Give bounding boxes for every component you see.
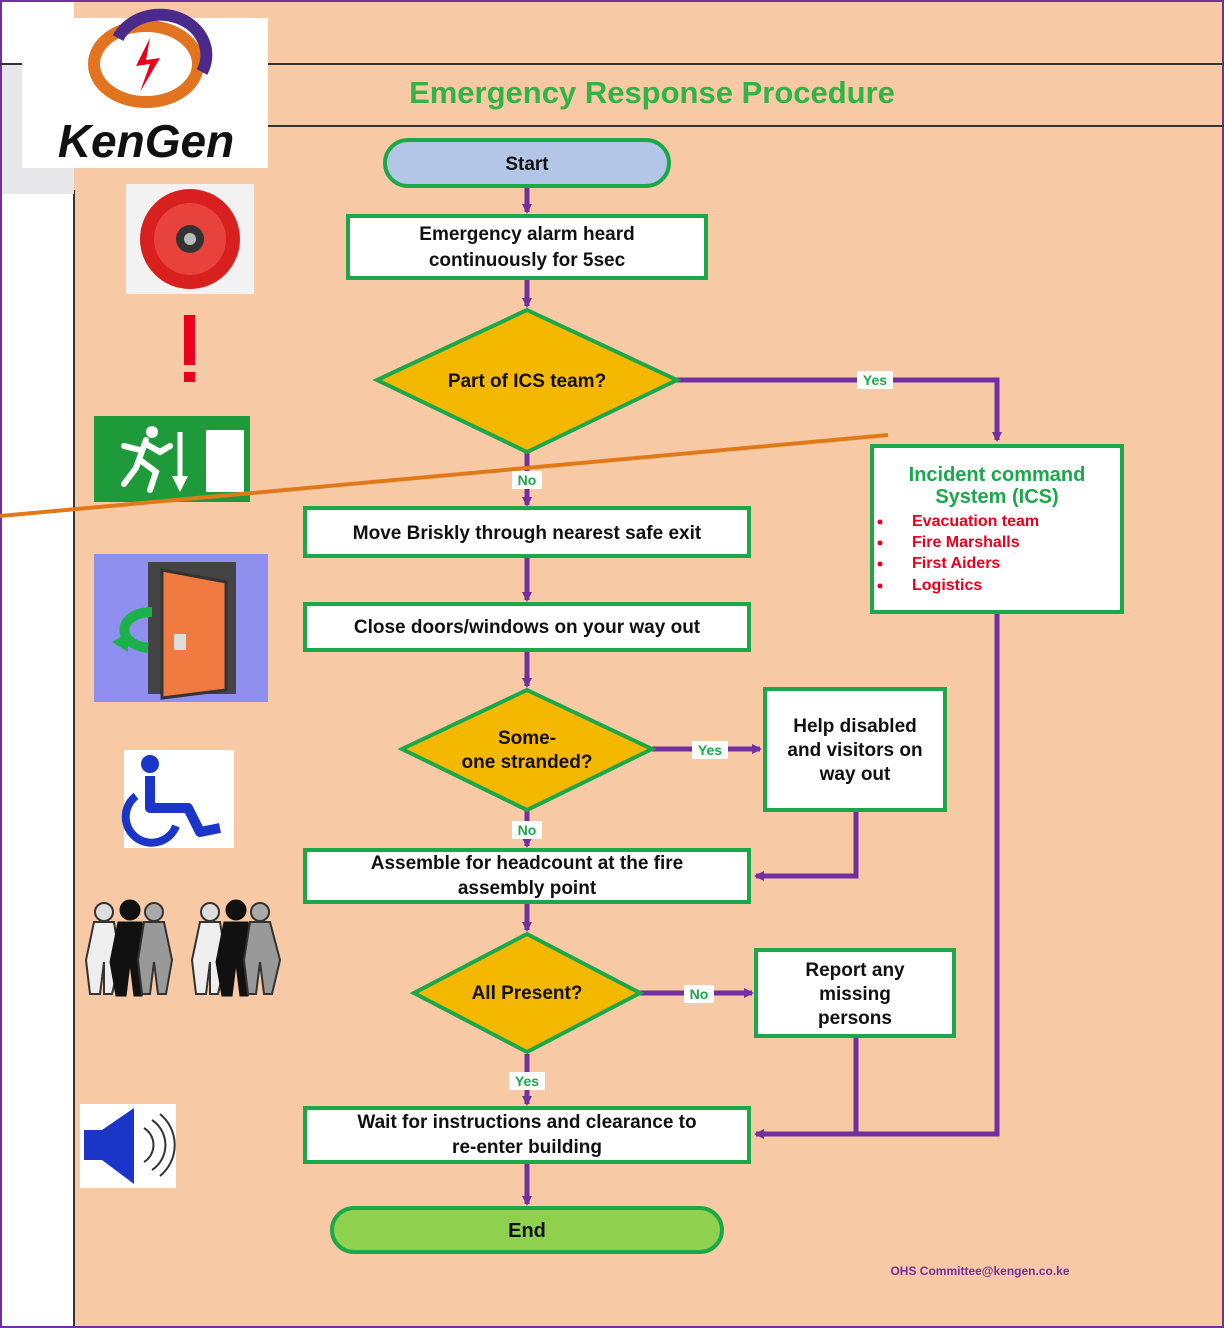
assemble-line-2: assembly point xyxy=(458,878,597,899)
exit-door-icon xyxy=(94,554,268,702)
ics-bullet xyxy=(877,583,883,589)
no-ics-label: No xyxy=(518,472,537,488)
report-line-1: Report any xyxy=(805,960,905,981)
ics-bullet xyxy=(877,561,883,567)
ics-box xyxy=(870,444,1124,614)
alarm-step-box xyxy=(346,214,708,280)
ics-list: Evacuation team Fire Marshalls First Aid… xyxy=(877,513,1039,594)
emergency-exit-sign-icon xyxy=(94,416,250,502)
page-title: Emergency Response Procedure xyxy=(409,75,895,110)
exit-step-box xyxy=(303,506,751,558)
help-line-1: Help disabled xyxy=(793,716,917,737)
assemble-line-1: Assemble for headcount at the fire xyxy=(371,853,684,874)
help-step-box xyxy=(763,687,947,812)
stranded-decision-diamond xyxy=(397,687,657,813)
yes-present-label: Yes xyxy=(515,1073,539,1089)
alarm-bell-icon xyxy=(126,184,254,294)
yes-stranded-label: Yes xyxy=(698,742,722,758)
close-step-label: Close doors/windows on your way out xyxy=(354,617,701,638)
arrow-ics-to-wait xyxy=(754,614,1000,1139)
arrow-help-to-assemble xyxy=(754,810,859,881)
close-step-box xyxy=(303,602,751,652)
people-crowd-icon xyxy=(84,899,282,997)
ics-bullet xyxy=(877,540,883,546)
ics-decision-diamond xyxy=(372,307,682,455)
report-line-2: missing xyxy=(819,984,891,1005)
present-decision-diamond xyxy=(409,931,645,1055)
present-decision-label: All Present? xyxy=(472,983,583,1004)
help-line-2: and visitors on xyxy=(787,740,922,761)
ics-bullet xyxy=(877,519,883,525)
alarm-line-1: Emergency alarm heard xyxy=(419,224,634,245)
wheelchair-icon xyxy=(121,750,234,848)
yes-ics-bg xyxy=(857,371,893,389)
ics-item: Logistics xyxy=(912,577,982,594)
kengen-logo: KenGen xyxy=(22,8,268,168)
yes-ics-label: Yes xyxy=(863,372,887,388)
no-ics-bg xyxy=(512,471,542,489)
footer-email: OHS Committee@kengen.co.ke xyxy=(890,1264,1069,1278)
wait-line-2: re-enter building xyxy=(452,1137,602,1158)
end-terminal xyxy=(330,1206,724,1254)
help-line-3: way out xyxy=(819,764,891,785)
no-present-bg xyxy=(684,985,714,1003)
wait-line-1: Wait for instructions and clearance to xyxy=(357,1112,696,1133)
ics-title-line-1: Incident command xyxy=(909,464,1086,486)
left-sidebar xyxy=(0,0,74,1328)
end-label: End xyxy=(508,1220,546,1242)
no-stranded-label: No xyxy=(518,822,537,838)
start-terminal xyxy=(383,138,671,188)
stranded-line-2: one stranded? xyxy=(462,752,593,773)
no-stranded-bg xyxy=(512,821,542,839)
ics-title-line-2: System (ICS) xyxy=(935,486,1058,508)
logo-text: KenGen xyxy=(58,115,234,167)
report-line-3: persons xyxy=(818,1008,892,1029)
report-step-box xyxy=(754,948,956,1038)
start-label: Start xyxy=(505,154,549,175)
yes-present-bg xyxy=(509,1072,545,1090)
exit-step-label: Move Briskly through nearest safe exit xyxy=(353,523,702,544)
arrow-ics-yes xyxy=(677,377,1002,442)
ics-item: Fire Marshalls xyxy=(912,534,1020,551)
exclamation-icon xyxy=(184,315,195,382)
diagonal-annotation-line xyxy=(0,433,889,518)
assemble-step-box xyxy=(303,848,751,904)
no-present-label: No xyxy=(690,986,709,1002)
wait-step-box xyxy=(303,1106,751,1164)
ics-item: Evacuation team xyxy=(912,513,1039,530)
yes-stranded-bg xyxy=(692,741,728,759)
speaker-icon xyxy=(80,1104,176,1188)
stranded-line-1: Some- xyxy=(498,728,556,749)
ics-decision-label: Part of ICS team? xyxy=(448,371,606,392)
alarm-line-2: continuously for 5sec xyxy=(429,250,626,271)
ics-item: First Aiders xyxy=(912,555,1000,572)
